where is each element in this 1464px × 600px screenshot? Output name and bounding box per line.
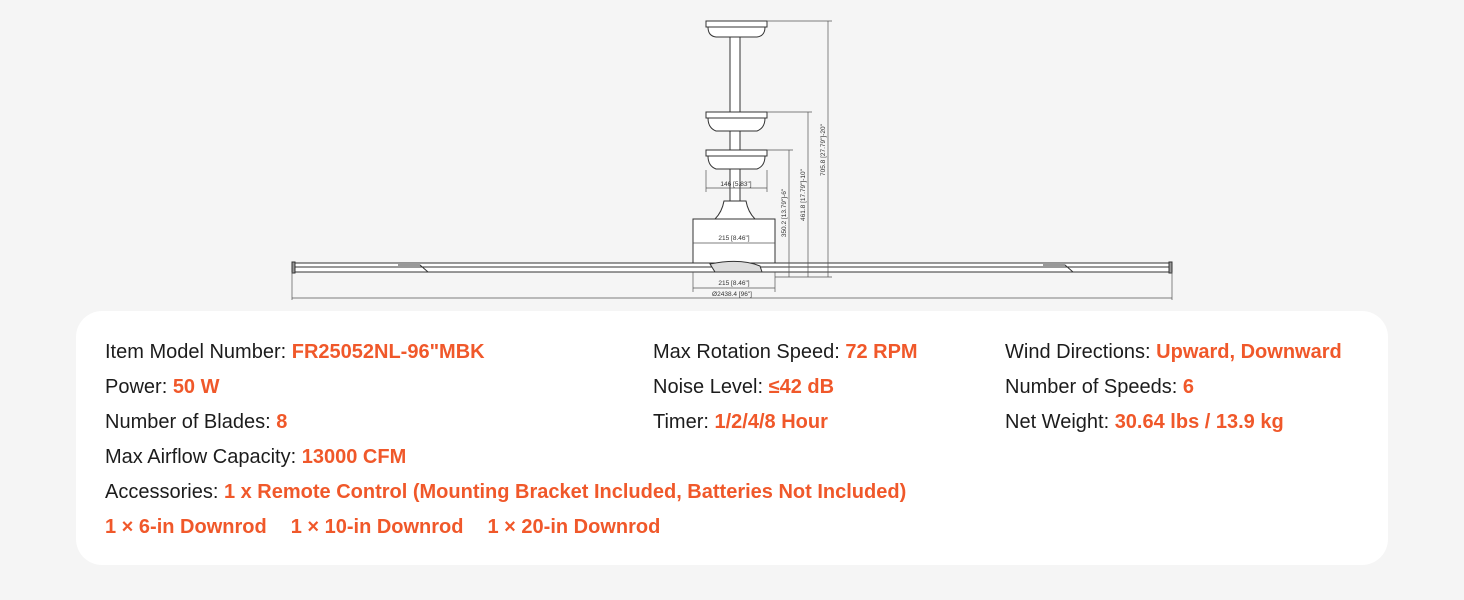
spec-value: FR25052NL-96"MBK [291,341,485,363]
spec-wind-directions: Wind Directions: Upward, Downward [1005,338,1342,373]
spec-rotation-speed: Max Rotation Speed: 72 RPM [653,338,918,373]
spec-value: 30.64 lbs / 13.9 kg [1114,411,1284,433]
spec-value: 1/2/4/8 Hour [714,411,828,433]
dim-height-10in: 461.8 [17.79"]-10" [800,168,807,221]
motor-collar [713,200,757,220]
spec-blades: Number of Blades: 8 [105,408,906,443]
spec-label: Max Rotation Speed: [653,341,846,363]
spec-label: Item Model Number: [105,341,292,363]
spec-value: 6 [1182,376,1194,398]
spec-label: Max Airflow Capacity: [105,446,302,468]
downrod [729,36,741,113]
downrod-segment [729,130,741,151]
spec-accessories: Accessories: 1 x Remote Control (Mountin… [105,478,906,513]
dim-diameter: Ø2438.4 [96"] [712,291,752,298]
spec-label: Timer: [653,411,715,433]
spec-label: Noise Level: [653,376,769,398]
spec-timer: Timer: 1/2/4/8 Hour [653,408,918,443]
spec-label: Net Weight: [1005,411,1115,433]
spec-speeds: Number of Speeds: 6 [1005,373,1342,408]
spec-label: Wind Directions: [1005,341,1157,363]
dim-canopy-width: 146 [5.83"] [720,181,751,188]
specs-column-1: Item Model Number: FR25052NL-96"MBK Powe… [105,338,906,548]
spec-value: Upward, Downward [1156,341,1342,363]
spec-label: Number of Blades: [105,411,277,433]
dimension-lines [291,20,1173,300]
specs-column-3: Wind Directions: Upward, Downward Number… [1005,338,1342,443]
spec-model-number: Item Model Number: FR25052NL-96"MBK [105,338,906,373]
spec-label: Power: [105,376,173,398]
motor-housing [692,218,776,264]
spec-power: Power: 50 W [105,373,906,408]
accessory-item: 1 × 6-in Downrod [105,516,267,538]
canopy-20in [705,20,768,38]
canopy-6in [705,149,768,170]
spec-label: Number of Speeds: [1005,376,1183,398]
dim-housing-width-bottom: 215 [8.46"] [718,280,749,287]
canopy-10in [705,111,768,132]
spec-value: 8 [276,411,288,433]
specs-card: Item Model Number: FR25052NL-96"MBK Powe… [76,311,1388,565]
fan-dimension-diagram: 146 [5.83"] 215 [8.46"] 215 [8.46"] Ø243… [291,20,1173,300]
dim-height-20in: 705.8 [27.79"]-20" [820,123,827,176]
spec-noise-level: Noise Level: ≤42 dB [653,373,918,408]
spec-value: 13000 CFM [301,446,407,468]
spec-accessories-downrods: 1 × 6-in Downrod 1 × 10-in Downrod 1 × 20-… [105,513,906,548]
spec-value: 72 RPM [845,341,918,363]
accessory-item: 1 × 20-in Downrod [487,516,661,538]
spec-label: Accessories: [105,481,224,503]
dim-housing-width: 215 [8.46"] [718,235,749,242]
spec-airflow: Max Airflow Capacity: 13000 CFM [105,443,906,478]
spec-value: 50 W [172,376,220,398]
spec-value: 1 x Remote Control (Mounting Bracket Inc… [223,481,907,503]
spec-value: ≤42 dB [768,376,835,398]
dim-height-6in: 350.2 [13.79"]-6" [781,188,788,237]
blades [291,260,1173,274]
accessory-item: 1 × 10-in Downrod [290,516,464,538]
specs-column-2: Max Rotation Speed: 72 RPM Noise Level: … [653,338,918,443]
spec-net-weight: Net Weight: 30.64 lbs / 13.9 kg [1005,408,1342,443]
